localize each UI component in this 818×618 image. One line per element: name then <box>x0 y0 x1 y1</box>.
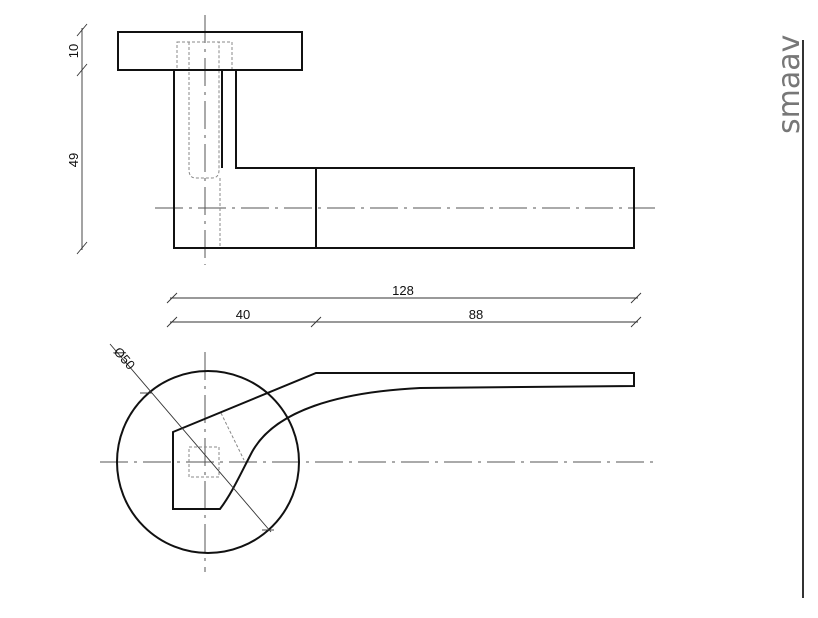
brand-logo: smaav <box>772 35 807 134</box>
dim-88: 88 <box>469 307 483 322</box>
dimension-tick <box>310 316 322 328</box>
dimension-tick <box>630 316 642 328</box>
handle-side <box>173 69 635 249</box>
dim-49: 49 <box>66 153 81 167</box>
dim-diameter: Ø50 <box>111 344 138 372</box>
vertical-dimension: 10 49 <box>66 23 88 255</box>
hidden-square-spindle <box>188 446 220 478</box>
rosette-circle <box>116 370 300 554</box>
handle-top <box>172 372 635 510</box>
dimension-tick <box>76 241 88 255</box>
dimension-tick <box>166 292 178 304</box>
top-view: Ø50 <box>100 343 655 572</box>
rosette-side <box>117 31 303 71</box>
diameter-line <box>109 343 272 533</box>
dimension-tick <box>630 292 642 304</box>
dim-40: 40 <box>236 307 250 322</box>
horizontal-dimension: 128 40 88 <box>166 283 642 328</box>
dim-10: 10 <box>66 44 81 58</box>
dimension-tick <box>76 23 88 37</box>
dimension-tick <box>166 316 178 328</box>
hidden-spindle <box>188 42 220 179</box>
side-view <box>117 15 655 265</box>
dim-128: 128 <box>392 283 414 298</box>
dimension-tick <box>76 63 88 77</box>
hidden-line <box>220 412 245 461</box>
